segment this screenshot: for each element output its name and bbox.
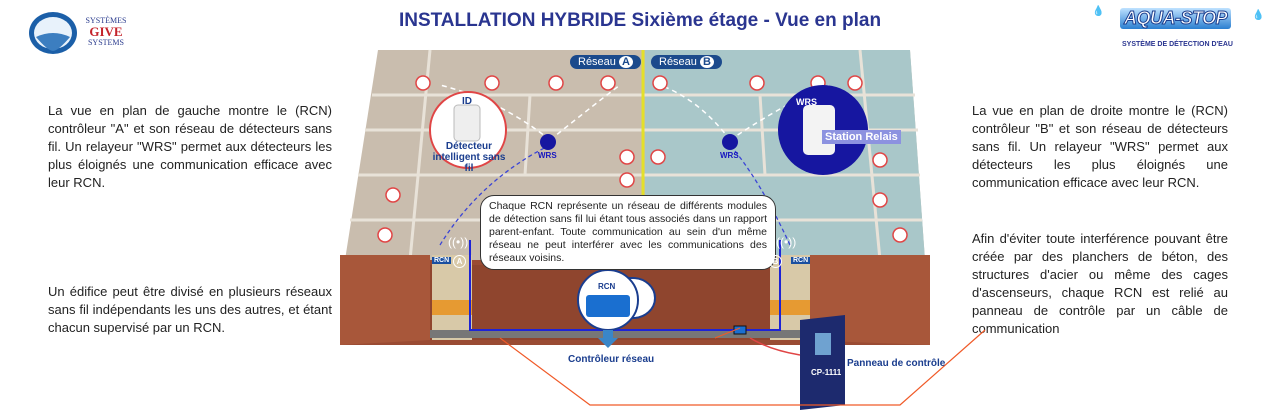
left-networks-note: Un édifice peut être divisé en plusieurs… xyxy=(48,284,332,335)
wrs-left-label: WRS xyxy=(538,151,557,160)
wifi-icon: ((•)) xyxy=(776,235,796,249)
rcn-a-label: RCN xyxy=(432,257,452,264)
network-a-badge: Réseau A xyxy=(570,55,641,69)
page-title: INSTALLATION HYBRIDE Sixième étage - Vue… xyxy=(398,10,882,31)
wrs-right-icon xyxy=(722,134,738,150)
down-arrow-icon xyxy=(598,330,618,348)
control-panel-icon xyxy=(800,315,845,410)
relay-station-label: Station Relais xyxy=(822,130,901,144)
logo-line2: GIVE xyxy=(89,24,123,39)
right-description: La vue en plan de droite montre le (RCN)… xyxy=(972,103,1228,190)
orange-pointer-lines xyxy=(499,329,986,406)
rcn-b-label: RCN xyxy=(791,257,811,264)
rcn-zoom-label: RCN xyxy=(598,282,616,291)
give-logo xyxy=(28,11,78,60)
wifi-icon: ((•)) xyxy=(448,235,468,249)
left-description: La vue en plan de gauche montre le (RCN)… xyxy=(48,103,332,190)
detectors xyxy=(377,75,908,243)
communication-cable xyxy=(469,240,781,331)
aquastop-tagline: SYSTÈME DE DÉTECTION D'EAU xyxy=(1122,41,1233,48)
network-controller-label: Contrôleur réseau xyxy=(568,354,655,365)
aquastop-logo: AQUA-STOP xyxy=(1120,8,1232,29)
detector-label: Détecteur intelligent sans fil xyxy=(432,141,506,174)
wrs-left-icon xyxy=(540,134,556,150)
logo-line3: SYSTEMS xyxy=(87,38,124,47)
control-panel-label: Panneau de contrôle xyxy=(847,358,946,369)
panel-model-label: CP-1111 xyxy=(811,368,842,377)
network-b-badge: Réseau B xyxy=(651,55,722,69)
detector-id-label: ID xyxy=(462,96,472,107)
right-cable-note: Afin d'éviter toute interférence pouvant… xyxy=(972,231,1228,336)
water-drops-icon: 💧 xyxy=(1252,10,1265,21)
water-drops-icon: 💧 xyxy=(1092,6,1105,17)
wrs-right-label: WRS xyxy=(720,151,739,160)
network-b-marker: B xyxy=(769,255,782,268)
give-logo-text: SYSTÈMES GIVE SYSTEMS xyxy=(84,16,128,47)
callout-rcn-explanation: Chaque RCN représente un réseau de diffé… xyxy=(480,195,776,270)
wrs-zoom-label: WRS xyxy=(796,97,817,107)
logo-line1: SYSTÈMES xyxy=(85,16,127,25)
network-a-marker: A xyxy=(453,255,466,268)
